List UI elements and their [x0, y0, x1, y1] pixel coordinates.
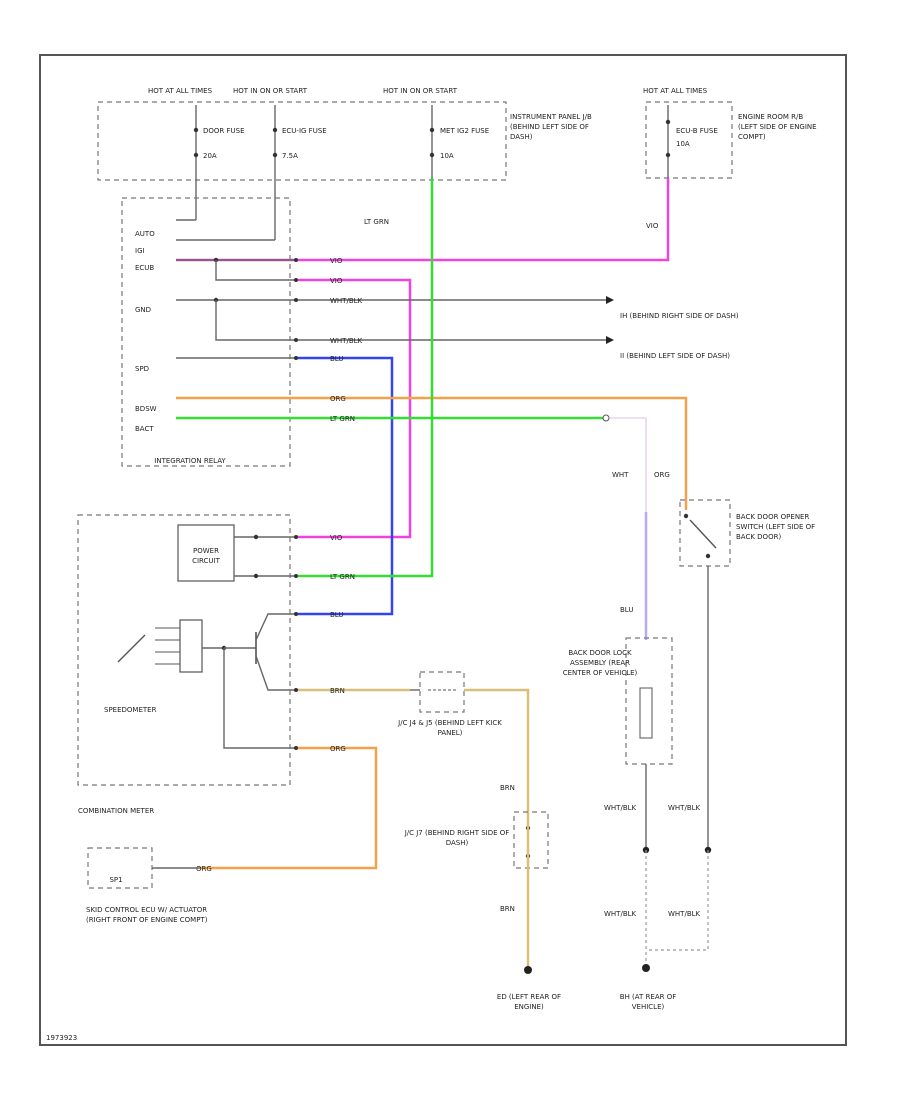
power-circuit-block	[177, 524, 235, 582]
back-door-opener-label: BACK DOOR OPENER SWITCH (LEFT SIDE OF BA…	[736, 513, 816, 541]
wire-label-ltgrn-1: LT GRN	[330, 415, 355, 423]
fuse-metig2-hot: HOT IN ON OR START	[383, 87, 458, 95]
fuse-tail-hot: HOT AT ALL TIMES	[148, 87, 213, 95]
wire-label-org-1: ORG	[330, 395, 346, 403]
relay-pin-bact: BACT	[135, 425, 154, 433]
combination-meter-title: COMBINATION METER	[78, 807, 154, 815]
back-door-opener-box	[679, 499, 731, 567]
wire-label-vio-2: VIO	[646, 222, 659, 230]
fuse-ecuig-hot: HOT IN ON OR START	[233, 87, 308, 95]
wire-label-vio-1: VIO	[330, 257, 343, 265]
wire-vio-combo	[296, 278, 412, 539]
wire-wht-bact	[610, 417, 647, 512]
fuse-ecub-amp: 10A	[676, 140, 690, 148]
fuse-ecuig: ECU-IG FUSE 7.5A	[272, 105, 327, 240]
wire-wht-blk-2	[215, 300, 606, 341]
wire-ltgrn-metig2	[296, 178, 434, 578]
fuse-metig2-amp: 10A	[440, 152, 454, 160]
fuse-tail-amp: 20A	[203, 152, 217, 160]
wire-org-bdsw	[176, 396, 688, 510]
fuse-tail: DOOR FUSE 20A	[193, 105, 245, 220]
opener-switch-icon	[689, 519, 717, 549]
skid-ecu-connector: SP1	[109, 876, 122, 884]
skid-ecu-label: SKID CONTROL ECU W/ ACTUATOR (RIGHT FRON…	[86, 906, 208, 924]
fuse-metig2-name: MET IG2 FUSE	[440, 127, 489, 135]
wire-blu-spd	[296, 356, 394, 616]
fuse-ecuig-amp: 7.5A	[282, 152, 298, 160]
relay-pin-bdsw: BDSW	[135, 405, 157, 413]
ground-ii-arrow	[606, 336, 614, 344]
wire-label-whtblk-3: WHT/BLK	[604, 804, 637, 812]
jc-cowl-label: J/C J4 & J5 (BEHIND LEFT KICK PANEL)	[398, 719, 502, 737]
ground-bh-label: BH (AT REAR OF VEHICLE)	[619, 993, 677, 1011]
fuse-ecub: ECU-B FUSE 10A	[665, 105, 718, 178]
relay-pin-ecub: ECUB	[135, 264, 154, 272]
ground-bh-symbol	[642, 964, 650, 972]
relay-pin-labels: AUTO IGI ECUB GND SPD BDSW BACT	[135, 230, 157, 433]
wire-label-org-3: ORG	[330, 745, 346, 753]
speedometer-block	[179, 619, 203, 673]
wire-label-vio-3: VIO	[330, 277, 343, 285]
back-door-lock-label: BACK DOOR LOCK ASSEMBLY (REAR CENTER OF …	[562, 649, 638, 677]
fuse-tail-name: DOOR FUSE	[203, 127, 245, 135]
wire-label-vio-4: VIO	[330, 534, 343, 542]
instrument-panel-jb-box	[97, 101, 507, 181]
fuse-ecub-name: ECU-B FUSE	[676, 127, 718, 135]
ground-ih-label: IH (BEHIND RIGHT SIDE OF DASH)	[620, 312, 739, 320]
jc-dash-label: J/C J7 (BEHIND RIGHT SIDE OF DASH)	[404, 829, 510, 847]
diagram-footer-id: 1973923	[46, 1034, 77, 1042]
relay-pin-igi: IGI	[135, 247, 145, 255]
wire-label-whtblk-2: WHT/BLK	[330, 337, 363, 345]
engine-rb-label-wrap: ENGINE ROOM R/B (LEFT SIDE OF ENGINE COM…	[738, 113, 817, 141]
wire-label-ltgrn-2: LT GRN	[364, 218, 389, 226]
fuse-ecuig-name: ECU-IG FUSE	[282, 127, 327, 135]
wire-label-wht-1: WHT	[612, 471, 629, 479]
engine-rb-label: ENGINE ROOM R/B (LEFT SIDE OF ENGINE COM…	[738, 113, 817, 141]
speedometer-sensor-icon	[117, 634, 146, 663]
back-door-lock-box	[625, 637, 673, 765]
power-circuit-label: POWER CIRCUIT	[192, 547, 220, 565]
jc-cowl-box	[419, 671, 465, 713]
jc-dash-box	[513, 811, 549, 869]
fuse-metig2: MET IG2 FUSE 10A	[429, 105, 489, 178]
relay-pin-auto: AUTO	[135, 230, 155, 238]
relay-pin-spd: SPD	[135, 365, 149, 373]
wire-label-org-2: ORG	[654, 471, 670, 479]
integration-relay-box	[121, 197, 291, 467]
ground-ih-arrow	[606, 296, 614, 304]
relay-pin-gnd: GND	[135, 306, 151, 314]
back-door-lock-actuator	[639, 687, 653, 739]
wire-label-brn-2: BRN	[500, 784, 515, 792]
fuse-ecub-hot: HOT AT ALL TIMES	[643, 87, 708, 95]
wire-org-skid	[200, 746, 378, 870]
wire-label-whtblk-6: WHT/BLK	[668, 910, 701, 918]
wire-label-brn-1: BRN	[330, 687, 345, 695]
wire-label-blu-2: BLU	[330, 611, 343, 619]
wire-label-whtblk-5: WHT/BLK	[604, 910, 637, 918]
wire-label-whtblk-4: WHT/BLK	[668, 804, 701, 812]
wire-label-blu-3: BLU	[620, 606, 633, 614]
integration-relay-title: INTEGRATION RELAY	[154, 457, 226, 465]
ip-jb-label: INSTRUMENT PANEL J/B (BEHIND LEFT SIDE O…	[510, 113, 592, 141]
connector-pins	[294, 258, 298, 750]
wire-label-brn-3: BRN	[500, 905, 515, 913]
wire-label-blu-1: BLU	[330, 355, 343, 363]
combination-meter-box	[77, 514, 291, 786]
wire-vio-ecub	[176, 178, 670, 262]
wire-label-whtblk-1: WHT/BLK	[330, 297, 363, 305]
ip-jb-label-wrap: INSTRUMENT PANEL J/B (BEHIND LEFT SIDE O…	[510, 113, 592, 141]
diagram-frame	[39, 54, 847, 1046]
ground-ed-symbol	[524, 966, 532, 974]
ground-ii-label: II (BEHIND LEFT SIDE OF DASH)	[620, 352, 731, 360]
speedometer-label: SPEEDOMETER	[104, 706, 157, 714]
wire-label-ltgrn-3: LT GRN	[330, 573, 355, 581]
wire-brn-jc	[464, 688, 530, 818]
wire-label-org-4: ORG	[196, 865, 212, 873]
ground-ed-label: ED (LEFT REAR OF ENGINE)	[496, 993, 562, 1011]
